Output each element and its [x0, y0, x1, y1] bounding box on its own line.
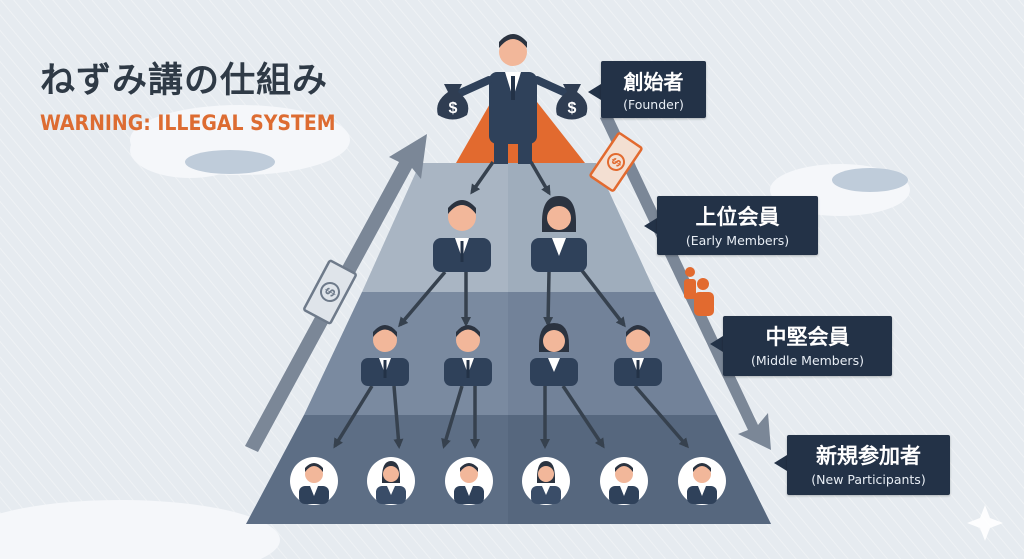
- label-pointers: [588, 84, 787, 471]
- label-early-members: 上位会員 (Early Members): [657, 196, 818, 255]
- recruitment-arrows: [333, 160, 689, 449]
- label-early-members-sub: (Early Members): [685, 233, 790, 248]
- founder-figure: [454, 34, 572, 164]
- new-participant-4: [522, 457, 570, 505]
- middle-member-4: [614, 325, 662, 386]
- label-new-participants-main: 新規参加者: [816, 444, 921, 468]
- label-middle-members-sub: (Middle Members): [751, 353, 864, 368]
- label-new-participants: 新規参加者 (New Participants): [787, 435, 950, 495]
- sparkle-icon: [967, 505, 1003, 541]
- new-participant-1: [290, 457, 338, 505]
- label-middle-members-main: 中堅会員: [765, 325, 850, 349]
- early-member-female: [531, 196, 587, 272]
- middle-member-3: [530, 323, 578, 386]
- page-title: ねずみ講の仕組み: [40, 61, 329, 101]
- label-middle-members: 中堅会員 (Middle Members): [723, 316, 892, 376]
- svg-text:$: $: [449, 100, 458, 117]
- recruits-icon: [684, 267, 714, 316]
- orange-bill-icon: $: [589, 132, 643, 192]
- new-participant-3: [445, 457, 493, 505]
- label-early-members-main: 上位会員: [695, 205, 780, 229]
- label-founder-sub: (Founder): [623, 97, 684, 112]
- money-bill-icon: $: [303, 259, 357, 325]
- middle-member-1: [361, 325, 409, 386]
- label-founder-main: 創始者: [623, 70, 684, 94]
- new-participant-2: [367, 457, 415, 505]
- money-bag-left-icon: $: [437, 84, 469, 120]
- new-participant-5: [600, 457, 648, 505]
- svg-text:$: $: [568, 100, 577, 117]
- new-participant-6: [678, 457, 726, 505]
- label-new-participants-sub: (New Participants): [811, 472, 926, 487]
- warning-subtitle: WARNING: ILLEGAL SYSTEM: [40, 111, 336, 135]
- cloud-shadow: [185, 150, 908, 192]
- middle-member-2: [444, 325, 492, 386]
- money-bag-right-icon: $: [556, 84, 588, 120]
- label-founder: 創始者 (Founder): [601, 61, 706, 118]
- early-member-male: [433, 200, 491, 272]
